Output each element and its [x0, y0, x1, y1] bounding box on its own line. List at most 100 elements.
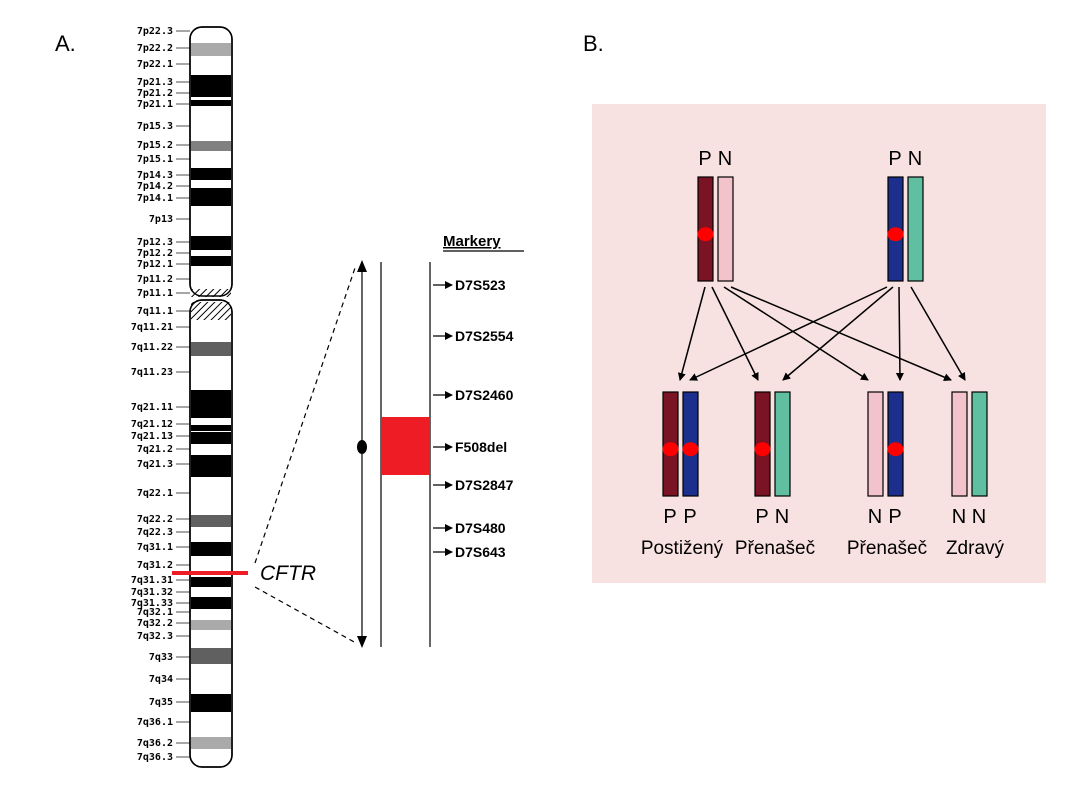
- chromosome-band: [191, 256, 231, 266]
- band-label: 7p13: [149, 214, 173, 225]
- mutation-dot: [887, 227, 904, 242]
- chromosome-7-ideogram: [189, 26, 233, 768]
- chromosome-band: [191, 141, 231, 151]
- marker-label: D7S2554: [455, 328, 514, 344]
- band-label: 7q32.2: [137, 618, 173, 629]
- child-allele-label: P: [683, 506, 696, 528]
- child-allele-label: P: [755, 506, 768, 528]
- chromosome-band: [191, 694, 231, 712]
- band-labels: 7p22.37p22.27p22.17p21.37p21.27p21.17p15…: [131, 26, 190, 763]
- chromosome-band: [191, 390, 231, 418]
- band-label: 7p11.2: [137, 274, 173, 285]
- chromosome-band: [191, 75, 231, 97]
- chromosome-band: [191, 188, 231, 206]
- child-status-label: Přenašeč: [735, 538, 815, 559]
- chromosome-band: [191, 620, 231, 630]
- chromosome-band: [191, 236, 231, 250]
- chromosome-band: [191, 100, 231, 106]
- band-label: 7q22.3: [137, 527, 173, 538]
- band-label: 7q35: [149, 697, 173, 708]
- panel-b-label: B.: [583, 31, 604, 56]
- band-label: 7q34: [149, 674, 173, 685]
- inheritance-arrow: [723, 286, 869, 381]
- marker-label: D7S2460: [455, 387, 514, 403]
- band-label: 7p15.2: [137, 140, 173, 151]
- child-allele-label: P: [888, 506, 901, 528]
- chromosome-band: [191, 542, 231, 556]
- child-status-label: Přenašeč: [847, 538, 927, 559]
- inheritance-arrow: [730, 286, 952, 381]
- panel-a-label: A.: [55, 31, 76, 56]
- band-label: 7q36.2: [137, 738, 173, 749]
- inheritance-arrow: [895, 286, 904, 381]
- zoom-line-upper: [254, 264, 357, 564]
- chromosome-band: [191, 302, 231, 320]
- band-label: 7q36.3: [137, 752, 173, 763]
- markers-title: Markery: [443, 233, 501, 250]
- chromosome-band: [191, 342, 231, 356]
- band-label: 7q21.2: [137, 444, 173, 455]
- chromosome-band: [191, 168, 231, 180]
- band-label: 7p11.1: [137, 288, 173, 299]
- band-label: 7q31.2: [137, 560, 173, 571]
- chromosome: [951, 391, 968, 497]
- band-label: 7q11.21: [131, 322, 173, 333]
- band-label: 7q22.2: [137, 514, 173, 525]
- band-label: 7q36.1: [137, 717, 173, 728]
- band-label: 7q32.3: [137, 631, 173, 642]
- marker-list: D7S523D7S2554D7S2460F508delD7S2847D7S480…: [433, 277, 514, 560]
- chromosome-band: [191, 432, 231, 444]
- chromosome-band: [191, 577, 231, 587]
- chromosome-band: [191, 515, 231, 527]
- child-status-label: Postižený: [641, 538, 724, 559]
- band-label: 7p14.2: [137, 181, 173, 192]
- chromosome-band: [191, 455, 231, 477]
- inheritance-arrow: [711, 286, 759, 381]
- mutation-dot: [754, 442, 771, 457]
- chromosome-band: [191, 425, 231, 431]
- inheritance-arrow: [782, 286, 894, 381]
- chromosome: [907, 176, 924, 282]
- chromosome: [971, 391, 988, 497]
- band-label: 7q31.1: [137, 542, 173, 553]
- mutation-dot: [662, 442, 679, 457]
- band-label: 7p22.1: [137, 59, 173, 70]
- parent-allele-label: N: [718, 148, 732, 170]
- inheritance-diagram-background: [592, 104, 1046, 583]
- band-label: 7q21.11: [131, 402, 173, 413]
- band-label: 7q31.31: [131, 575, 173, 586]
- band-label: 7p12.2: [137, 248, 173, 259]
- chromosome-band: [191, 597, 231, 609]
- marker-label: D7S523: [455, 277, 506, 293]
- child-allele-label: P: [663, 506, 676, 528]
- mutation-dot: [887, 442, 904, 457]
- band-label: 7q11.23: [131, 367, 173, 378]
- band-label: 7q32.1: [137, 607, 173, 618]
- child-allele-label: N: [775, 506, 789, 528]
- band-label: 7q21.13: [131, 431, 173, 442]
- chromosome: [717, 176, 734, 282]
- band-label: 7q31.32: [131, 587, 173, 598]
- band-label: 7p14.3: [137, 170, 173, 181]
- child-allele-label: N: [868, 506, 882, 528]
- cftr-gene-label: CFTR: [260, 562, 316, 585]
- parent-allele-label: P: [698, 148, 711, 170]
- child-status-label: Zdravý: [946, 538, 1005, 559]
- marker-label: F508del: [455, 439, 507, 455]
- chromosome-band: [191, 289, 231, 297]
- marker-label: D7S2847: [455, 477, 514, 493]
- band-label: 7q11.1: [137, 306, 173, 317]
- chromosome-band: [191, 648, 231, 664]
- band-label: 7q21.3: [137, 459, 173, 470]
- chromosome-band: [191, 43, 231, 56]
- arrow-up-icon: [357, 260, 367, 272]
- zoom-line-lower: [254, 586, 357, 644]
- parent-allele-label: N: [908, 148, 922, 170]
- band-label: 7p15.3: [137, 121, 173, 132]
- chromosome: [774, 391, 791, 497]
- band-label: 7q11.22: [131, 342, 173, 353]
- marker-label: D7S480: [455, 520, 506, 536]
